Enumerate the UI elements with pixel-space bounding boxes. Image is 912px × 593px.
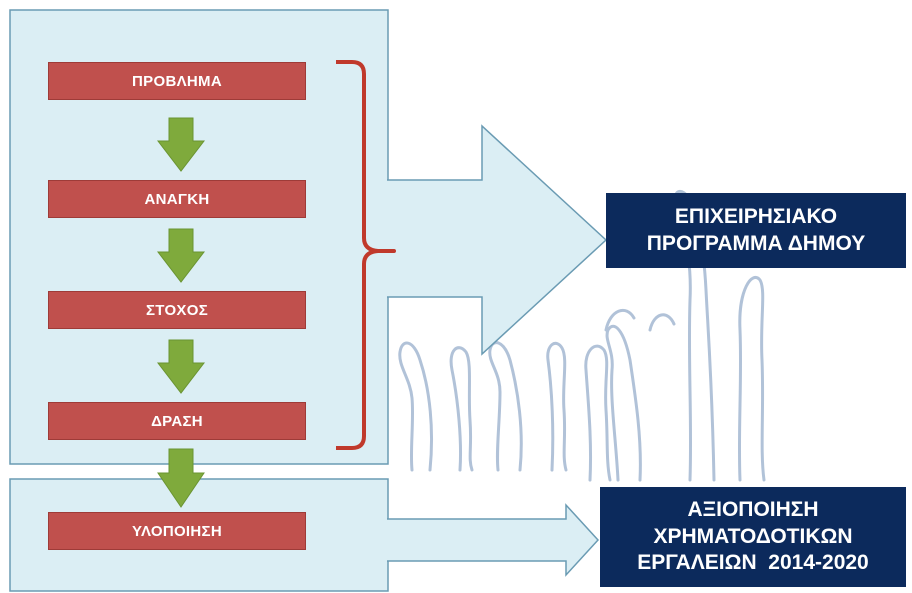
outcome-line: ΧΡΗΜΑΤΟΔΟΤΙΚΩΝ [653,524,853,548]
large-right-arrow [387,124,608,356]
outcome-line: ΠΡΟΓΡΑΜΜΑ ΔΗΜΟΥ [646,231,866,255]
grouping-brace [336,60,396,450]
down-arrow-icon [156,228,206,283]
small-right-arrow [387,503,600,577]
step-implementation: ΥΛΟΠΟΙΗΣΗ [48,512,306,550]
outcome-line: ΕΠΙΧΕΙΡΗΣΙΑΚΟ [674,204,838,228]
down-arrow-icon [157,448,205,508]
raised-hands-watermark [398,189,766,482]
step-goal: ΣΤΟΧΟΣ [48,291,306,329]
outcome-line: ΕΡΓΑΛΕΙΩΝ 2014-2020 [637,551,869,575]
outcome-line: ΑΞΙΟΠΟΙΗΣΗ [687,497,819,521]
step-action: ΔΡΑΣΗ [48,402,306,440]
down-arrow-icon [156,117,206,172]
step-problem: ΠΡΟΒΛΗΜΑ [48,62,306,100]
outcome-funding-tools: ΑΞΙΟΠΟΙΗΣΗ ΧΡΗΜΑΤΟΔΟΤΙΚΩΝ ΕΡΓΑΛΕΙΩΝ 2014… [600,487,906,587]
outcome-operational-program: ΕΠΙΧΕΙΡΗΣΙΑΚΟ ΠΡΟΓΡΑΜΜΑ ΔΗΜΟΥ [606,193,906,268]
down-arrow-icon [156,339,206,394]
step-need: ΑΝΑΓΚΗ [48,180,306,218]
